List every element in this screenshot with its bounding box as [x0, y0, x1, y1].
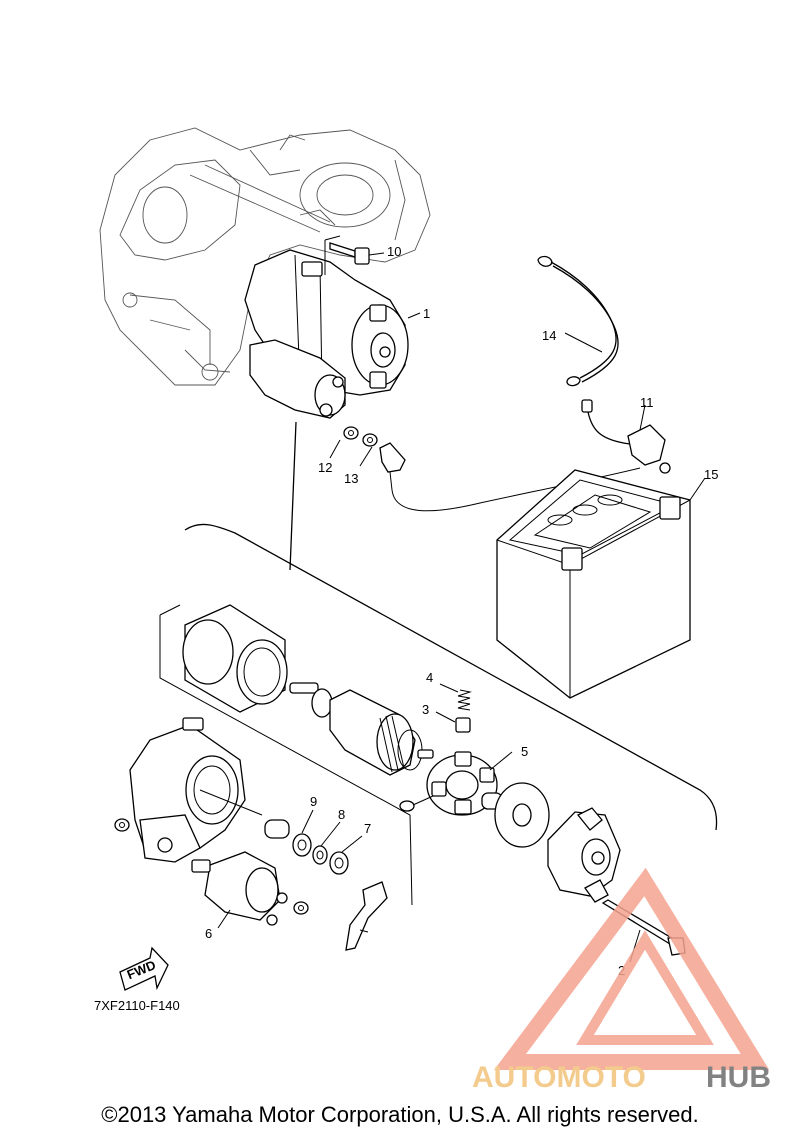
battery-15: [496, 469, 706, 699]
exploded-group-frame: [159, 615, 413, 906]
callout-6: 6: [205, 926, 212, 941]
bolt-10: [324, 235, 385, 275]
terminal-hardware: [329, 426, 406, 491]
callout-labels: 1 2 3 4 5 6 7 8 9 10 11 12 13 14 15: [205, 244, 718, 978]
callout-9: 9: [310, 794, 317, 809]
callout-4: 4: [426, 670, 433, 685]
drawing-code: 7XF2110-F140: [94, 998, 180, 1013]
gear-and-washers: [264, 809, 363, 875]
armature: [289, 682, 434, 776]
callout-11: 11: [640, 395, 654, 410]
solenoid-6: [191, 851, 309, 929]
watermark-brand-part2: HUB: [706, 1061, 771, 1094]
yoke-housing: [182, 604, 288, 713]
starter-motor-assembly: [244, 249, 409, 419]
engine-block-outline: [99, 127, 431, 386]
callout-7: 7: [364, 821, 371, 836]
bushing-and-washer: [481, 782, 550, 848]
callout-1: 1: [423, 306, 430, 321]
callout-14: 14: [542, 328, 556, 343]
pointer-line: [289, 421, 297, 571]
battery-lead-11: [581, 399, 671, 474]
copyright-notice: ©2013 Yamaha Motor Corporation, U.S.A. A…: [101, 1102, 699, 1127]
watermark-brand-part1: AUTOMOTO: [472, 1061, 646, 1094]
callout-12: 12: [318, 460, 332, 475]
end-cover: [547, 807, 621, 903]
brush-and-spring: [435, 683, 472, 733]
callout-3: 3: [422, 702, 429, 717]
ground-cable-14: [537, 255, 619, 387]
callout-5: 5: [521, 744, 528, 759]
shift-lever: [345, 881, 388, 951]
automotohub-logo: AUTOMOTO HUB: [472, 867, 771, 1094]
brush-holder-5: [399, 751, 513, 816]
callout-8: 8: [338, 807, 345, 822]
callout-13: 13: [344, 471, 358, 486]
exploded-view-divider: [184, 523, 718, 831]
front-housing: [114, 717, 263, 863]
callout-10: 10: [387, 244, 401, 259]
callout-15: 15: [704, 467, 718, 482]
watermark-triangle-icon: [494, 867, 770, 1070]
fwd-arrow-icon: FWD: [119, 946, 169, 991]
